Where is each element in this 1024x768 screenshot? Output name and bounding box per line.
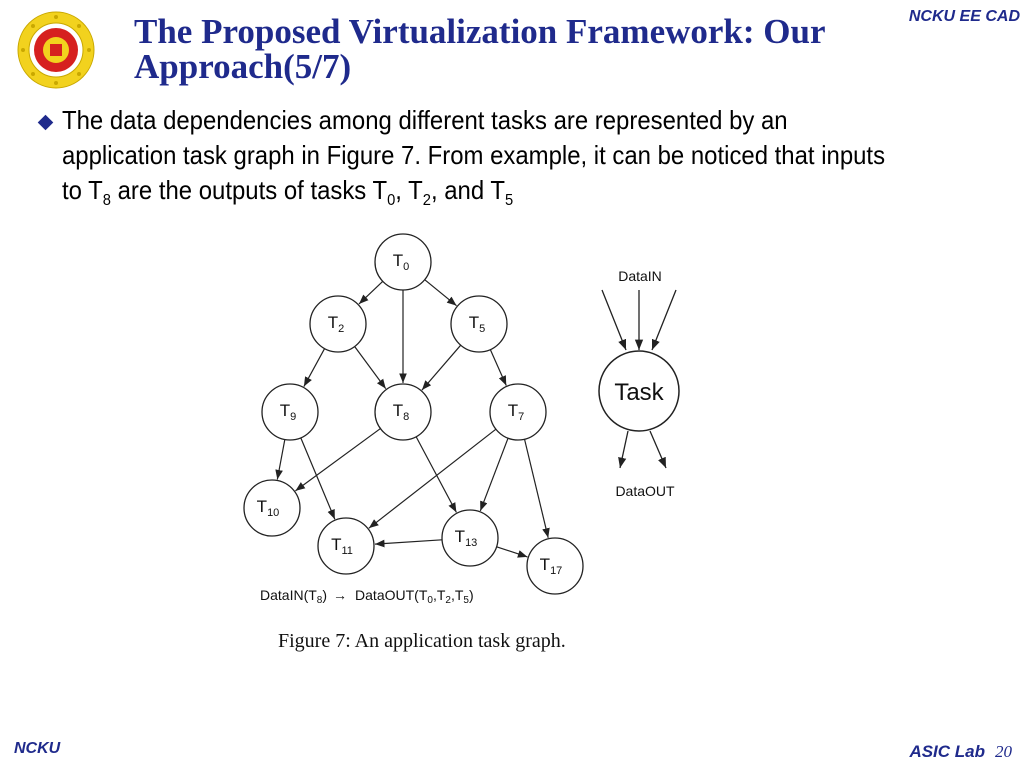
node-t5: T5 [450, 295, 508, 353]
node-label-t9: T9 [280, 401, 297, 423]
footer-lab-label: ASIC Lab [909, 742, 985, 761]
annotation-in-close: ) [322, 587, 327, 603]
annotation-in-sub: 8 [317, 595, 323, 606]
bullet-sub-5: 5 [504, 192, 514, 210]
bullet-text-part1: The data dependencies among different ta… [62, 105, 886, 205]
node-circle-t17 [526, 537, 584, 595]
annotation-out-sub1: 0 [427, 595, 433, 606]
edge-t13-t17 [496, 546, 528, 558]
corner-label: NCKU EE CAD [908, 8, 1020, 25]
annotation-out-sub3: 5 [463, 595, 469, 606]
node-label-t5: T5 [469, 313, 486, 335]
legend-out-arrow-2 [649, 430, 667, 469]
task-legend: DataIN Task DataOUT [598, 268, 680, 499]
node-t17: T17 [526, 537, 584, 595]
node-circle-t0 [374, 233, 432, 291]
graph-edges [275, 279, 550, 558]
node-label-t7: T7 [508, 401, 525, 423]
legend-task-label: Task [614, 379, 664, 406]
node-circle-t11 [317, 517, 375, 575]
bullet-text-part2: are the outputs of tasks T [110, 175, 388, 205]
annotation-out-sep2: ,T [451, 587, 464, 603]
node-label-t8: T8 [393, 401, 410, 423]
node-circle-t8 [374, 383, 432, 441]
bullet-sub-8: 8 [102, 192, 111, 210]
annotation-out-label: DataOUT(T [355, 587, 428, 603]
slide-title-line1: The Proposed Virtualization Framework: O… [134, 12, 826, 51]
edge-t5-t7 [489, 349, 507, 386]
node-label-t0: T0 [393, 251, 410, 273]
node-label-t17: T17 [540, 555, 563, 577]
node-label-t13: T13 [455, 527, 478, 549]
edge-t0-t2 [358, 280, 384, 305]
node-circle-t9 [261, 383, 319, 441]
edge-t7-t11 [368, 428, 497, 529]
edge-t8-t10 [295, 428, 381, 492]
node-t11: T11 [317, 517, 375, 575]
node-label-t10: T10 [257, 497, 280, 519]
diamond-bullet-icon [37, 114, 54, 131]
edge-t9-t10 [275, 439, 286, 480]
edge-t7-t17 [523, 439, 550, 538]
footer-left-label: NCKU [14, 740, 61, 757]
edge-t2-t9 [303, 348, 326, 387]
node-circle-t7 [489, 383, 547, 441]
bullet-text-part4: , and T [430, 175, 505, 205]
annotation-in-label: DataIN(T [260, 587, 317, 603]
edge-t8-t13 [415, 436, 457, 513]
dependency-annotation: DataIN(T8)→DataOUT(T0,T2,T5) [260, 587, 474, 606]
annotation-out-close: ) [469, 587, 474, 603]
edge-t2-t8 [354, 346, 387, 390]
node-label-t11: T11 [331, 535, 353, 557]
bullet-text: The data dependencies among different ta… [62, 103, 908, 218]
edge-t7-t13 [479, 437, 509, 512]
slide-title: The Proposed Virtualization Framework: O… [134, 14, 934, 84]
page-number: 20 [995, 742, 1012, 761]
node-t10: T10 [243, 479, 301, 537]
node-circle-t2 [309, 295, 367, 353]
legend-dataout-label: DataOUT [615, 483, 675, 499]
legend-task-node [598, 350, 680, 432]
node-circle-t10 [243, 479, 301, 537]
bullet-sub-0: 0 [387, 192, 396, 210]
annotation-arrow: → [333, 587, 347, 603]
node-t2: T2 [309, 295, 367, 353]
slide-title-line2: Approach(5/7) [134, 47, 352, 86]
node-t8: T8 [374, 383, 432, 441]
bullet-text-part3: , T [395, 175, 423, 205]
edge-t9-t11 [300, 437, 336, 520]
legend-in-arrow-1 [601, 289, 627, 351]
node-t9: T9 [261, 383, 319, 441]
edge-t5-t8 [421, 344, 462, 391]
node-label-t2: T2 [328, 313, 345, 335]
legend-out-arrow-1 [618, 430, 629, 469]
node-t0: T0 [374, 233, 432, 291]
edge-t13-t11 [374, 539, 443, 548]
node-t7: T7 [489, 383, 547, 441]
annotation-out-sub2: 2 [445, 595, 451, 606]
legend-datain-label: DataIN [618, 268, 662, 284]
bullet-sub-2: 2 [422, 192, 431, 210]
footer-right: ASIC Lab 20 [909, 742, 1012, 762]
ncku-seal-logo [17, 11, 95, 89]
figure-caption: Figure 7: An application task graph. [278, 630, 566, 652]
edge-t0-t5 [424, 279, 457, 307]
node-circle-t13 [441, 509, 499, 567]
annotation-out-sep1: ,T [433, 587, 446, 603]
legend-in-arrow-3 [651, 289, 677, 351]
node-t13: T13 [441, 509, 499, 567]
node-circle-t5 [450, 295, 508, 353]
